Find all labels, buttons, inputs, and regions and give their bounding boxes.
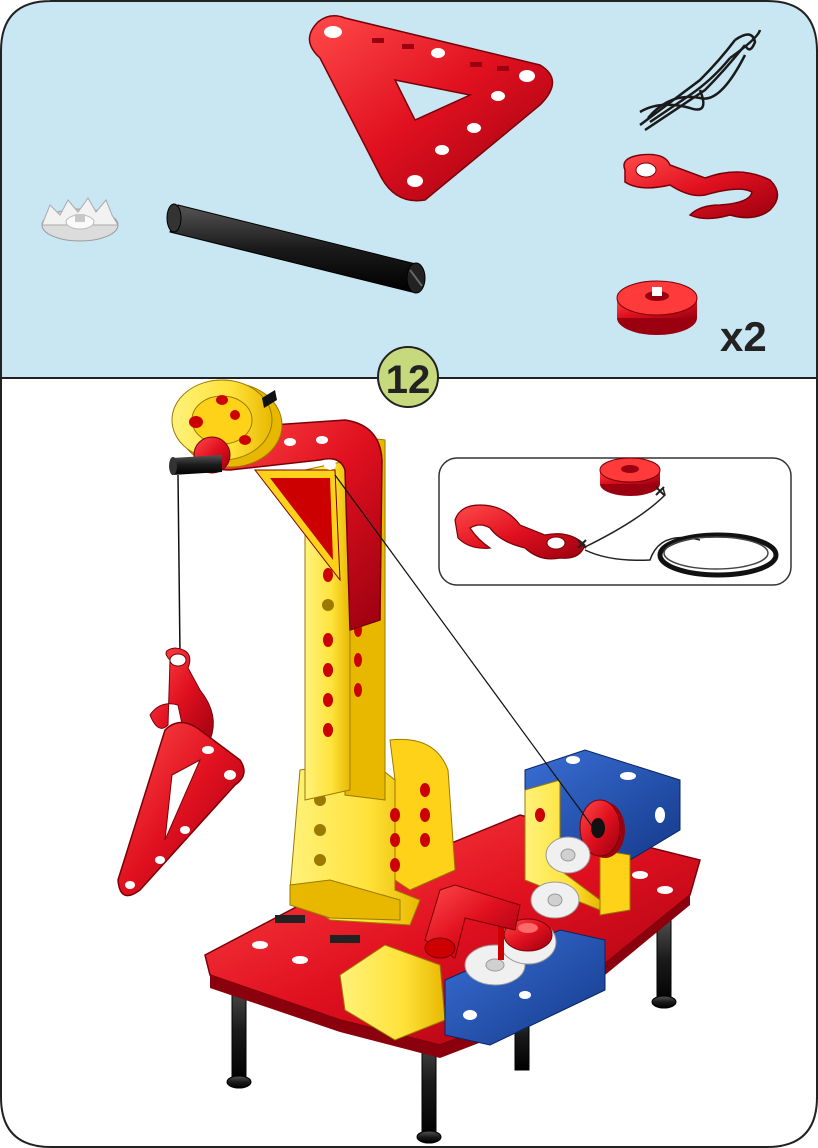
detail-inset — [438, 457, 792, 586]
winch-string — [334, 474, 596, 831]
step-number: 12 — [386, 358, 431, 402]
mast-base-bracket — [289, 738, 456, 926]
boom-axle — [169, 390, 277, 475]
quantity-label: x2 — [720, 313, 767, 360]
crank-handle[interactable] — [424, 884, 521, 959]
pulley-wheel-part — [616, 280, 698, 335]
step-badge: 12 — [377, 346, 439, 408]
hook-part — [623, 153, 779, 220]
axle-part — [166, 203, 426, 294]
string-coil-part — [639, 29, 762, 132]
hanging-triangle-plate — [117, 721, 245, 897]
winch-drum — [579, 799, 625, 858]
blue-block-base — [444, 929, 606, 1046]
bevel-gear-part — [41, 197, 119, 242]
crane-model — [117, 379, 701, 1144]
crane-boom — [199, 419, 383, 632]
triangle-plate-part — [308, 15, 554, 202]
hoist-string — [177, 474, 181, 656]
